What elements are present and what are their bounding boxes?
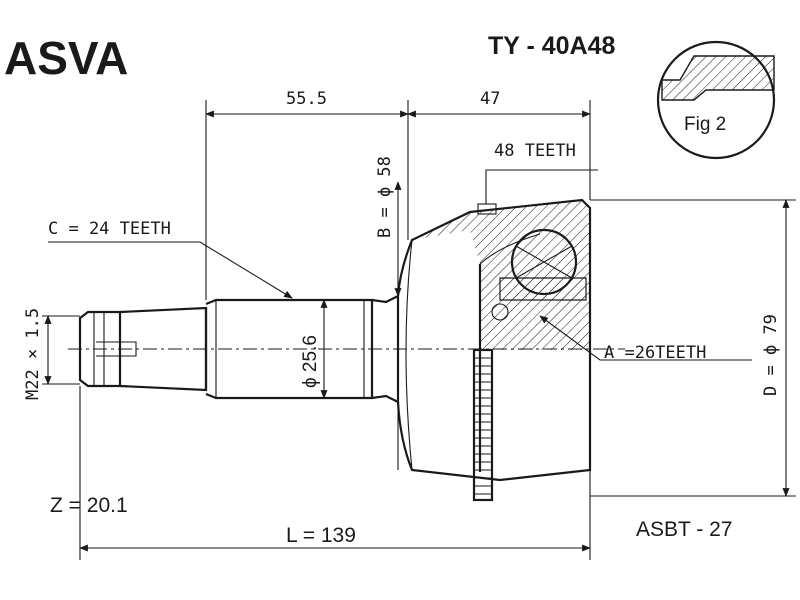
thread-dim: M22 × 1.5 bbox=[23, 308, 80, 400]
dim-55-5: 55.5 bbox=[286, 89, 327, 109]
abs-teeth-callout: 48 TEETH bbox=[477, 141, 598, 215]
a-spline-label: A =26TEETH bbox=[604, 343, 706, 363]
abs-teeth-label: 48 TEETH bbox=[494, 141, 576, 161]
d-diameter-dim: D = ϕ 79 bbox=[590, 199, 796, 497]
shaft-diameter-label: ϕ 25.6 bbox=[300, 335, 321, 388]
b-diameter-dim: B = ϕ 58 bbox=[375, 156, 402, 470]
outer-housing bbox=[396, 198, 592, 482]
fig-label: Fig 2 bbox=[684, 114, 726, 135]
b-diameter-label: B = ϕ 58 bbox=[375, 156, 395, 238]
c-spline-label: C = 24 TEETH bbox=[48, 219, 171, 239]
threaded-stub bbox=[78, 306, 208, 392]
dim-47: 47 bbox=[480, 89, 500, 109]
total-length-dim: L = 139 bbox=[79, 386, 591, 560]
thread-label: M22 × 1.5 bbox=[23, 308, 43, 400]
main-shaft bbox=[205, 294, 400, 404]
a-spline-callout: A =26TEETH bbox=[539, 315, 752, 363]
total-length-label: L = 139 bbox=[286, 524, 356, 547]
shaft-diameter-dim: ϕ 25.6 bbox=[300, 299, 328, 399]
model-number: TY - 40A48 bbox=[488, 32, 615, 60]
c-spline-callout: C = 24 TEETH bbox=[48, 219, 293, 299]
z-value-label: Z = 20.1 bbox=[50, 494, 128, 517]
d-diameter-label: D = ϕ 79 bbox=[761, 314, 781, 396]
top-dimensions: 55.5 47 bbox=[205, 89, 591, 300]
part-code: ASBT - 27 bbox=[636, 518, 733, 541]
fig-2-detail: Fig 2 bbox=[656, 40, 776, 160]
abs-ring bbox=[472, 348, 494, 502]
brand-logo: ASVA bbox=[4, 32, 128, 84]
